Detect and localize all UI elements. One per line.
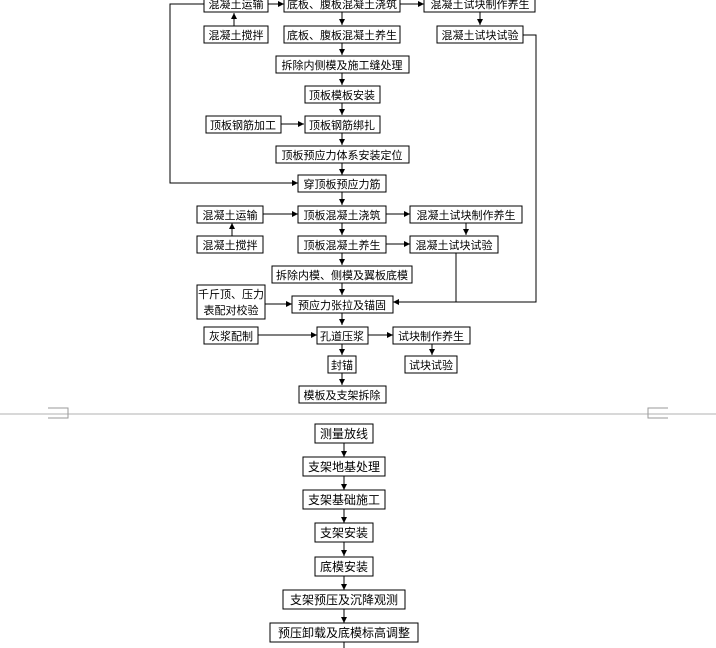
box-support-foundation-treat: 支架地基处理 — [302, 456, 386, 477]
svg-text:顶板模板安装: 顶板模板安装 — [309, 88, 375, 102]
upper-boxes: 混凝土运输 底板、腹板混凝土浇筑 混凝土试块制作养生 混凝土搅拌 底板、腹板混凝… — [196, 0, 536, 404]
box-top-cure: 顶板混凝土养生 — [297, 235, 387, 254]
page-corner-mark-right — [647, 407, 668, 419]
box-mixer-stir-1: 混凝土搅拌 — [203, 25, 269, 44]
page-separator — [0, 407, 716, 419]
svg-text:混凝土运输: 混凝土运输 — [203, 208, 258, 222]
box-base-web-pour: 底板、腹板混凝土浇筑 — [283, 0, 401, 13]
svg-text:混凝土试块试验: 混凝土试块试验 — [442, 28, 519, 42]
box-remove-form-support: 模板及支架拆除 — [298, 385, 387, 404]
box-support-base-construct: 支架基础施工 — [302, 489, 386, 510]
svg-text:混凝土试块制作养生: 混凝土试块制作养生 — [417, 208, 516, 222]
svg-text:支架基础施工: 支架基础施工 — [308, 493, 380, 507]
box-bottom-form-install: 底模安装 — [314, 556, 374, 577]
svg-text:顶板钢筋绑扎: 顶板钢筋绑扎 — [309, 118, 375, 132]
svg-text:拆除内模、侧模及翼板底模: 拆除内模、侧模及翼板底模 — [276, 268, 408, 282]
box-grout-mix: 灰浆配制 — [203, 326, 259, 345]
box-seal-anchor: 封锚 — [327, 355, 357, 374]
box-preload-settlement: 支架预压及沉降观测 — [282, 589, 406, 610]
svg-text:底板、腹板混凝土养生: 底板、腹板混凝土养生 — [287, 28, 397, 42]
svg-text:底板、腹板混凝土浇筑: 底板、腹板混凝土浇筑 — [287, 0, 397, 11]
svg-text:预压卸载及底模标高调整: 预压卸载及底模标高调整 — [278, 625, 410, 640]
box-base-web-cure: 底板、腹板混凝土养生 — [283, 25, 401, 44]
svg-text:试块试验: 试块试验 — [409, 358, 453, 372]
svg-text:顶板混凝土养生: 顶板混凝土养生 — [304, 238, 381, 252]
upper-connectors — [169, 1, 537, 385]
box-test-block-make-2: 混凝土试块制作养生 — [409, 205, 523, 224]
svg-text:顶板钢筋加工: 顶板钢筋加工 — [210, 118, 276, 132]
box-mixer-transport-1: 混凝土运输 — [203, 0, 269, 13]
box-thread-tendon: 穿顶板预应力筋 — [297, 174, 387, 193]
box-test-block-make-3: 试块制作养生 — [392, 326, 471, 345]
box-support-install: 支架安装 — [314, 522, 374, 543]
svg-text:穿顶板预应力筋: 穿顶板预应力筋 — [304, 177, 381, 191]
box-duct-grouting: 孔道压浆 — [316, 326, 369, 345]
svg-text:表配对校验: 表配对校验 — [204, 303, 259, 317]
svg-text:混凝土试块试验: 混凝土试块试验 — [416, 238, 493, 252]
box-test-block-make-1: 混凝土试块制作养生 — [423, 0, 536, 13]
svg-text:混凝土试块制作养生: 混凝土试块制作养生 — [431, 0, 530, 11]
svg-text:千斤顶、压力: 千斤顶、压力 — [198, 288, 264, 301]
box-top-rebar-process: 顶板钢筋加工 — [205, 115, 282, 134]
box-remove-inner-form: 拆除内侧模及施工缝处理 — [275, 55, 410, 74]
svg-text:底模安装: 底模安装 — [320, 559, 368, 574]
svg-text:封锚: 封锚 — [331, 358, 353, 372]
svg-text:顶板预应力体系安装定位: 顶板预应力体系安装定位 — [282, 148, 403, 162]
svg-text:支架地基处理: 支架地基处理 — [308, 460, 380, 474]
box-test-block-test-3: 试块试验 — [404, 355, 458, 374]
svg-text:混凝土搅拌: 混凝土搅拌 — [203, 238, 258, 252]
box-top-slab-form: 顶板模板安装 — [304, 85, 381, 104]
page-corner-mark-left — [48, 407, 69, 419]
box-unload-adjust: 预压卸载及底模标高调整 — [269, 622, 419, 643]
box-remove-wing-form: 拆除内模、侧模及翼板底模 — [271, 265, 413, 284]
box-tension-anchor: 预应力张拉及锚固 — [291, 295, 394, 314]
svg-text:拆除内侧模及施工缝处理: 拆除内侧模及施工缝处理 — [282, 58, 403, 72]
svg-text:支架安装: 支架安装 — [320, 525, 368, 540]
box-top-rebar-tie: 顶板钢筋绑扎 — [304, 115, 381, 134]
box-test-block-test-2: 混凝土试块试验 — [409, 235, 499, 254]
svg-text:顶板混凝土浇筑: 顶板混凝土浇筑 — [304, 208, 381, 222]
svg-text:孔道压浆: 孔道压浆 — [320, 329, 364, 343]
svg-text:灰浆配制: 灰浆配制 — [209, 329, 253, 343]
box-top-prestress-position: 顶板预应力体系安装定位 — [275, 145, 410, 164]
box-jack-calibration: 千斤顶、压力 表配对校验 — [196, 284, 266, 320]
svg-text:支架预压及沉降观测: 支架预压及沉降观测 — [290, 593, 398, 607]
box-survey: 测量放线 — [314, 423, 374, 444]
svg-text:混凝土运输: 混凝土运输 — [209, 0, 264, 11]
box-mixer-transport-2: 混凝土运输 — [196, 205, 264, 224]
svg-text:试块制作养生: 试块制作养生 — [398, 329, 464, 343]
lower-boxes: 测量放线 支架地基处理 支架基础施工 支架安装 底模安装 支架预压及沉降观测 预… — [269, 423, 419, 643]
svg-text:混凝土搅拌: 混凝土搅拌 — [209, 28, 264, 42]
box-test-block-test-1: 混凝土试块试验 — [436, 25, 524, 44]
svg-text:模板及支架拆除: 模板及支架拆除 — [304, 388, 381, 402]
svg-text:测量放线: 测量放线 — [320, 426, 368, 441]
box-mixer-stir-2: 混凝土搅拌 — [196, 235, 264, 254]
box-top-pour: 顶板混凝土浇筑 — [297, 205, 387, 224]
svg-text:预应力张拉及锚固: 预应力张拉及锚固 — [298, 298, 386, 312]
